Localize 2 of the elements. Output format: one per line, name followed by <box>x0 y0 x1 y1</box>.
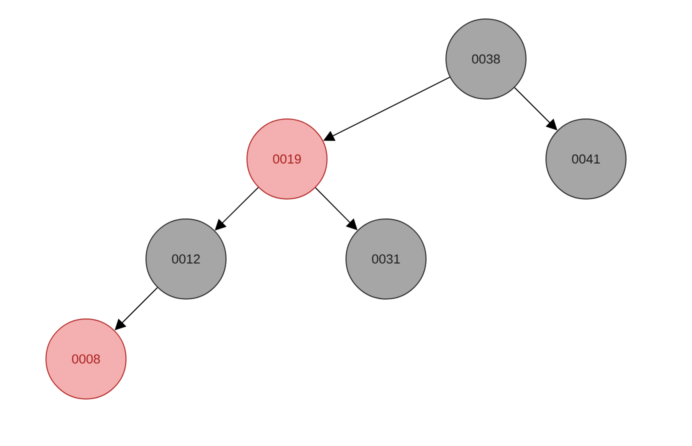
arrow <box>114 287 158 330</box>
arrow <box>514 87 558 130</box>
